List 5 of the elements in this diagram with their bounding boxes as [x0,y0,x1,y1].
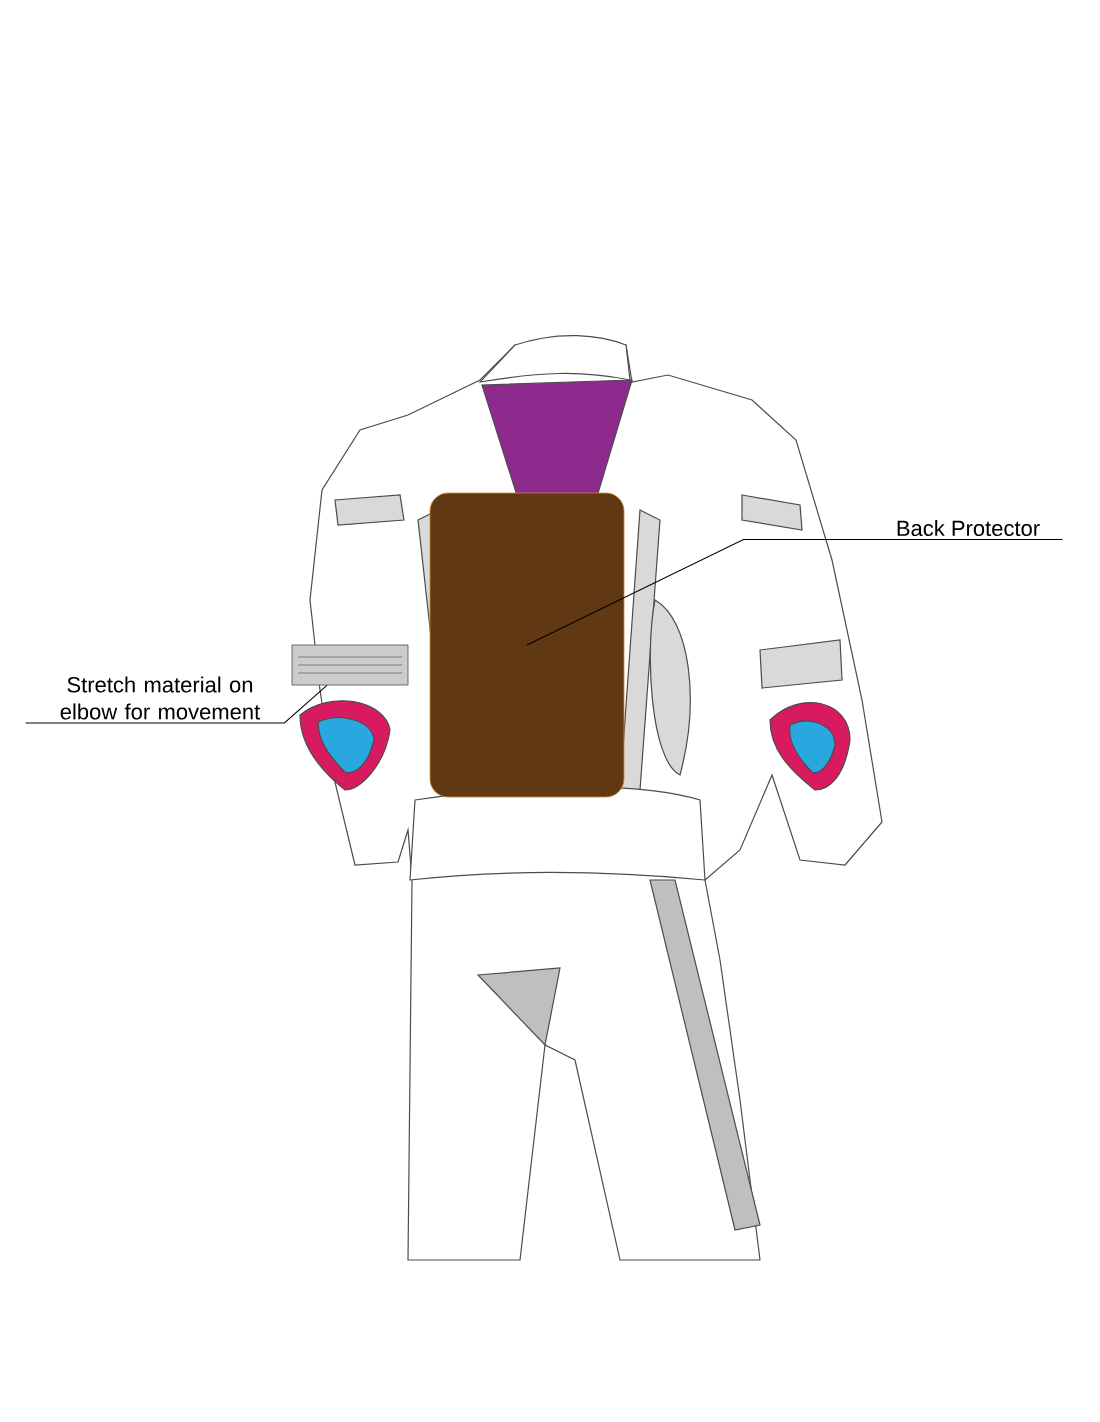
leader-line [25,684,328,724]
callout-text: Back Protector [897,519,1040,537]
callout-text: Stretch material on elbow for movement [60,676,261,720]
back-protector [429,492,625,798]
leader-line [526,539,1064,646]
